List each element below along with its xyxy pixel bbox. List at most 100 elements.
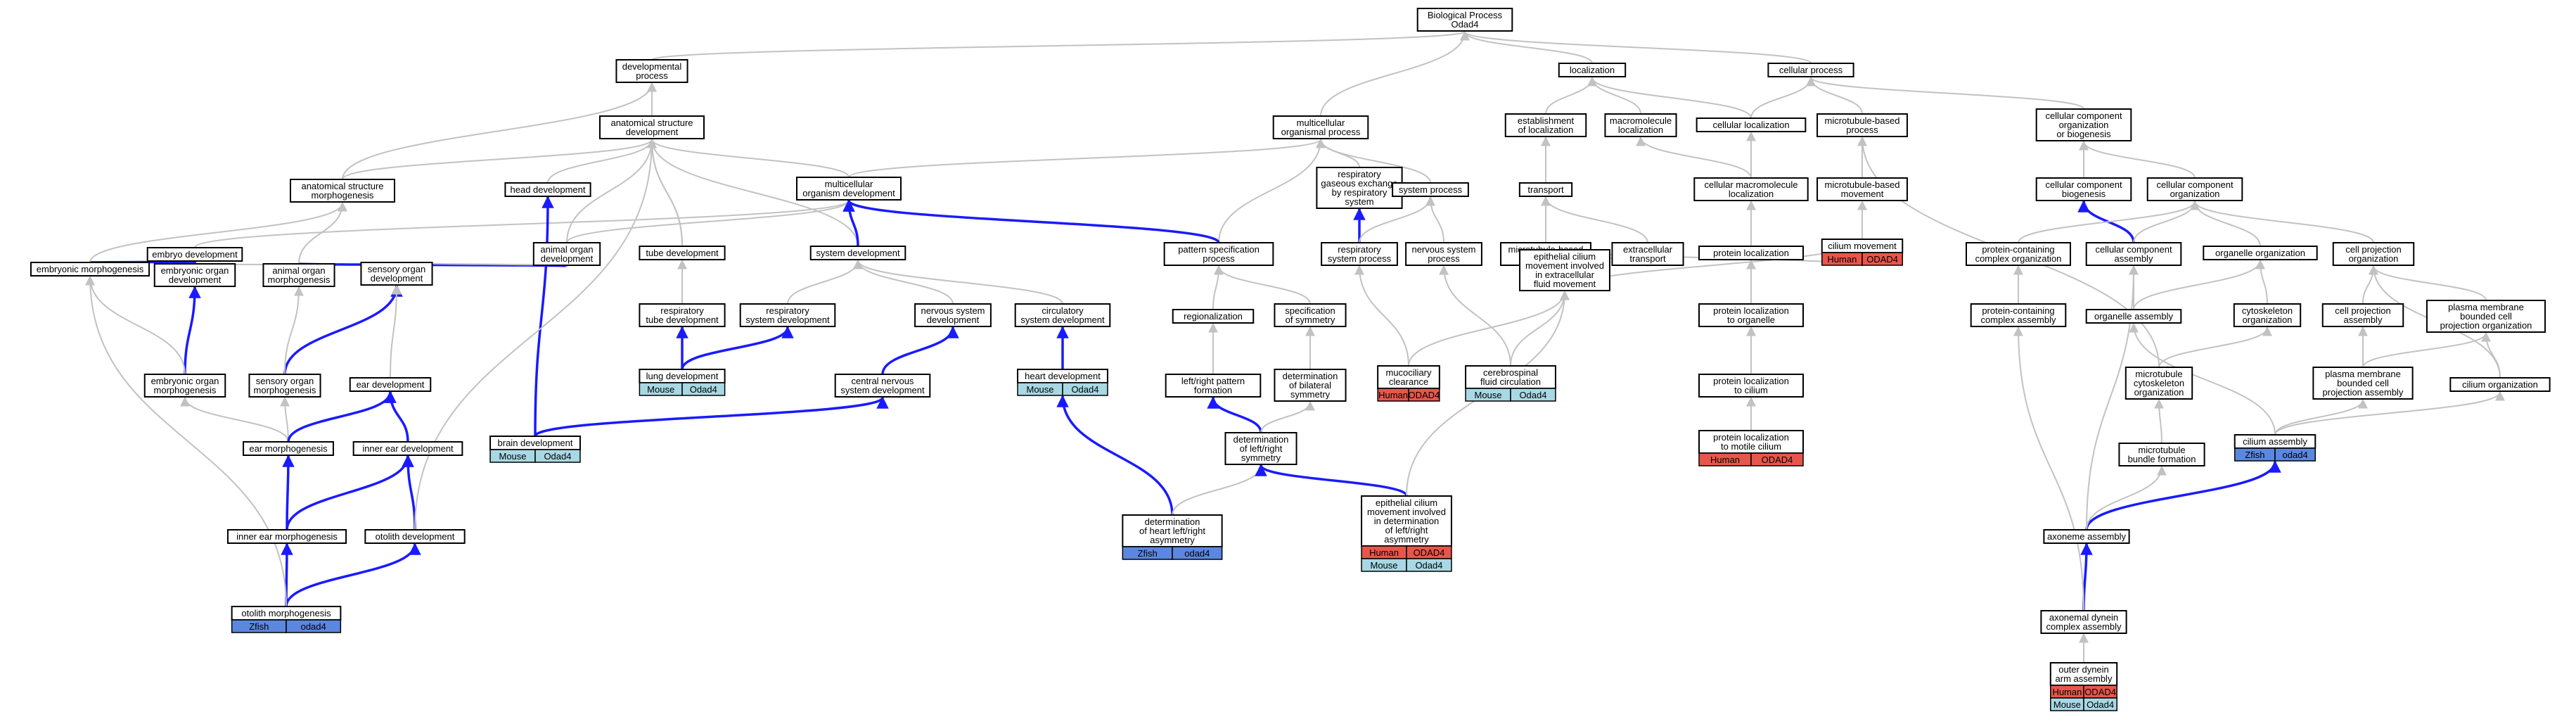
- go-term-od[interactable]: otolith development: [364, 529, 466, 544]
- go-term-sd[interactable]: system development: [809, 246, 906, 260]
- term-label: animal organ: [540, 244, 593, 255]
- edge-td-to-asd: [647, 138, 683, 247]
- term-label: localization: [1729, 189, 1774, 199]
- go-term-oo[interactable]: organelle organization: [2203, 246, 2318, 260]
- term-box: [1966, 242, 2071, 266]
- term-label: Biological Process: [1428, 10, 1503, 20]
- gene-label: ODAD4: [1866, 254, 1898, 265]
- go-term-tr[interactable]: transport: [1518, 182, 1573, 197]
- term-label: protein localization: [1713, 376, 1789, 386]
- go-term-iem[interactable]: inner ear morphogenesis: [226, 529, 347, 544]
- go-term-edv[interactable]: ear development: [349, 377, 432, 392]
- go-term-em2[interactable]: ear morphogenesis: [243, 441, 334, 456]
- go-term-pl[interactable]: protein localization: [1698, 246, 1804, 260]
- term-label: protein localization: [1713, 248, 1789, 258]
- edge-ed-to-mod: [194, 199, 854, 248]
- term-box: [1698, 303, 1804, 327]
- go-term-oa[interactable]: organelle assembly: [2085, 309, 2182, 324]
- term-label: cellular localization: [1712, 120, 1789, 130]
- go-term-sp[interactable]: system process: [1392, 182, 1469, 197]
- go-term-cio[interactable]: cilium organization: [2449, 377, 2551, 392]
- go-term-reg[interactable]: regionalization: [1172, 309, 1255, 324]
- term-label: nervous system: [1411, 244, 1475, 255]
- go-term-loc[interactable]: localization: [1558, 63, 1627, 77]
- term-label: multicellular: [825, 179, 873, 189]
- go-term-cl[interactable]: cellular localization: [1696, 118, 1807, 132]
- go-term-ed[interactable]: embryo development: [146, 247, 243, 262]
- term-label: otolith morphogenesis: [241, 608, 331, 618]
- edge-asm-to-dp: [342, 82, 657, 180]
- go-term-cp[interactable]: cellular process: [1767, 63, 1854, 77]
- term-box: [2040, 610, 2127, 634]
- go-term-ied[interactable]: inner ear development: [352, 441, 463, 456]
- go-term-em[interactable]: embryonic morphogenesis: [30, 262, 150, 277]
- term-label: symmetry: [1241, 452, 1281, 463]
- go-term-axa[interactable]: axoneme assembly: [2043, 529, 2130, 544]
- go-term-td[interactable]: tube development: [639, 246, 726, 260]
- term-label: anatomical structure: [301, 181, 383, 191]
- term-label: process: [1846, 125, 1878, 135]
- go-term-hd[interactable]: head development: [504, 182, 591, 197]
